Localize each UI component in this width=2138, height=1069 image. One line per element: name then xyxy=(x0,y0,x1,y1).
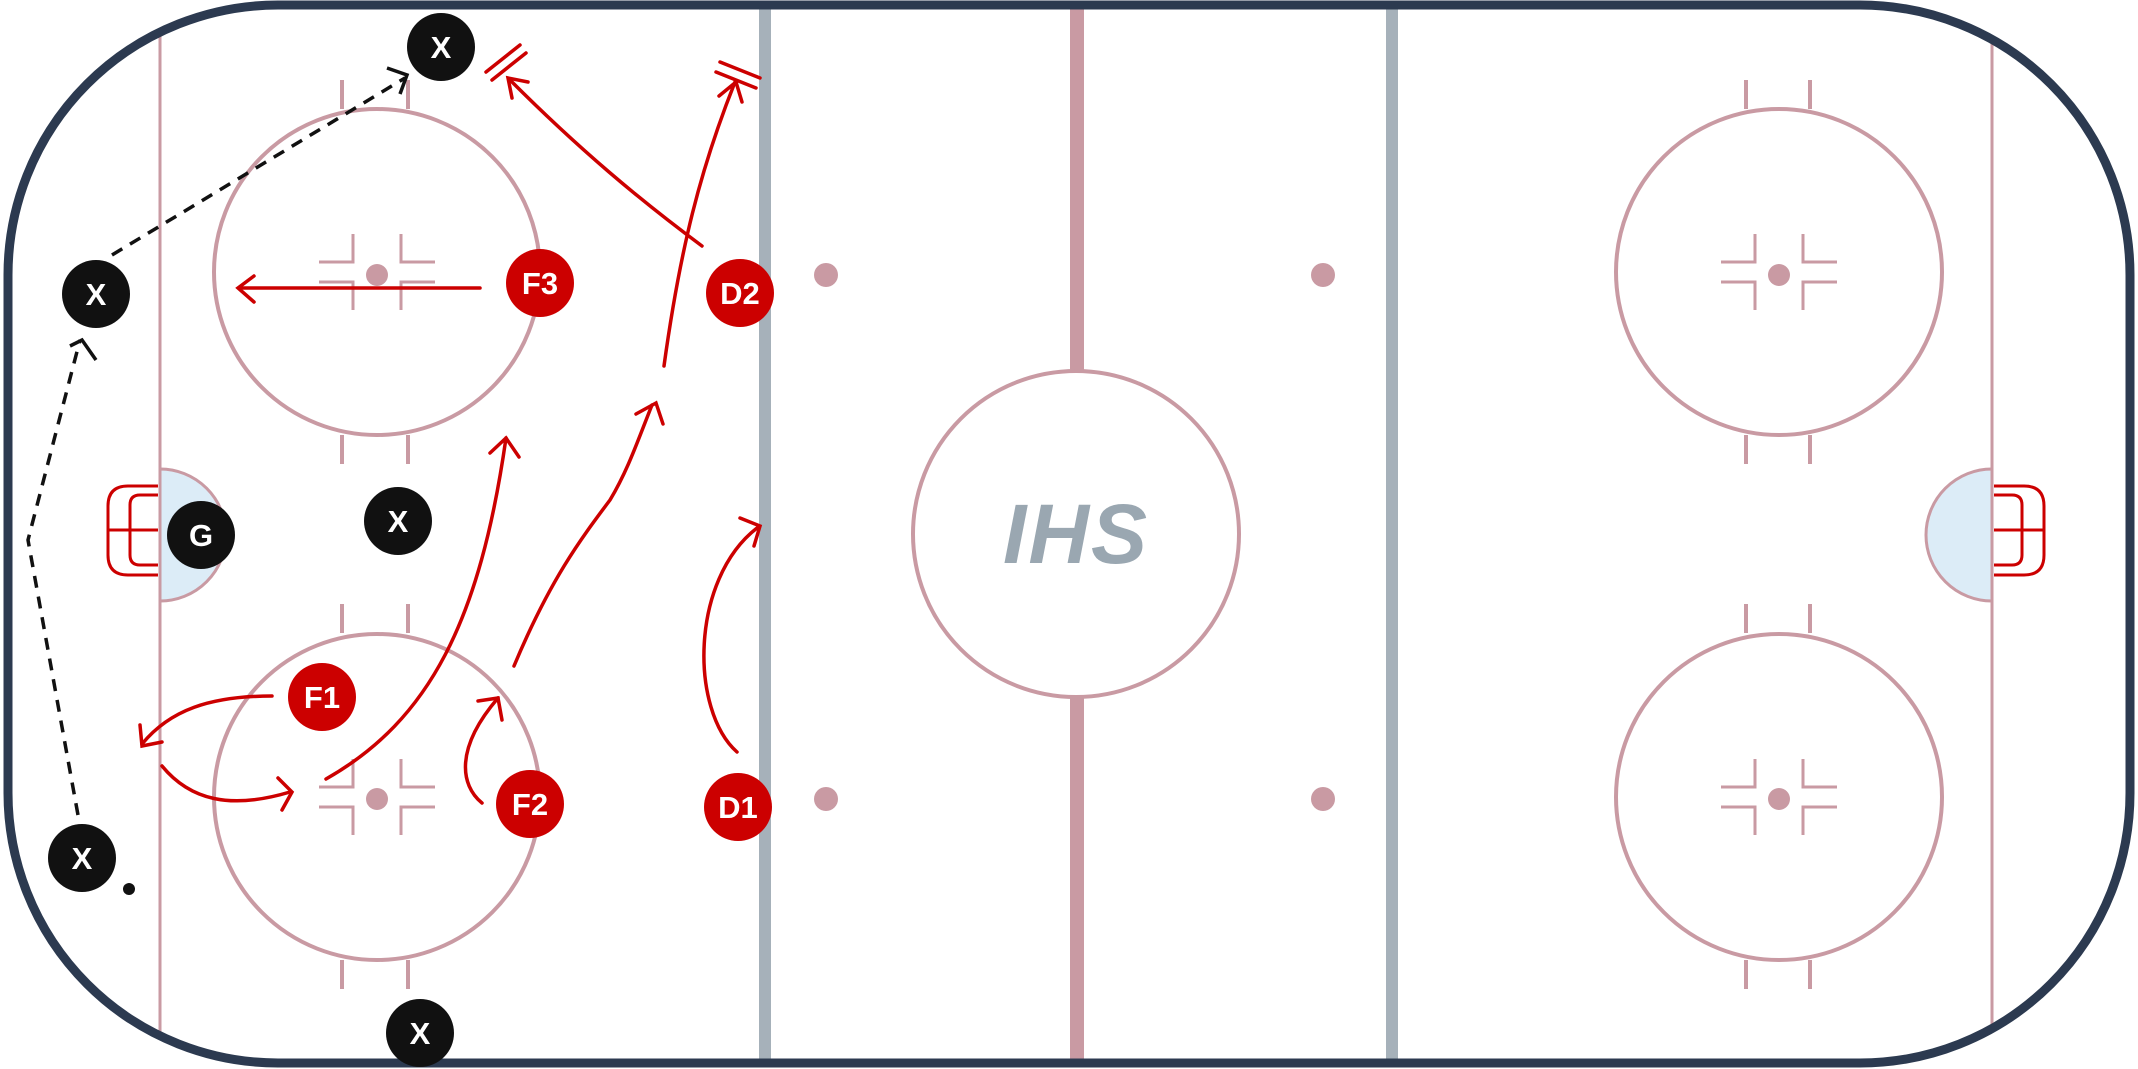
goalie[interactable]: G xyxy=(167,501,235,569)
faceoff-circle-top-right xyxy=(1614,80,1944,464)
goal-net-right xyxy=(1994,484,2046,577)
player-label: D1 xyxy=(718,790,758,825)
d1-route xyxy=(702,526,759,754)
f2-route-b xyxy=(512,403,654,668)
defender-left-wall[interactable]: X xyxy=(62,260,130,328)
f1-route-c xyxy=(324,436,508,781)
faceoff-circle-bottom-right xyxy=(1614,604,1944,989)
player-label: X xyxy=(431,30,452,65)
player-d2[interactable]: D2 xyxy=(706,259,774,327)
faceoff-dot-top-right xyxy=(1768,264,1790,286)
goal-crease-right xyxy=(1924,467,1994,603)
skate-routes xyxy=(138,43,763,812)
defender-top[interactable]: X xyxy=(407,13,475,81)
faceoff-dot-bottom-left xyxy=(366,788,388,810)
player-label: X xyxy=(388,504,409,539)
player-f3[interactable]: F3 xyxy=(506,249,574,317)
defender-slot[interactable]: X xyxy=(364,487,432,555)
pass-arrowheads xyxy=(69,66,410,362)
neutral-dot-top-left xyxy=(814,263,838,287)
pass-path-left-to-top xyxy=(111,76,406,257)
puck[interactable] xyxy=(123,883,135,895)
player-f2[interactable]: F2 xyxy=(496,770,564,838)
faceoff-dot-bottom-right xyxy=(1768,788,1790,810)
goal-net-left xyxy=(106,484,158,577)
player-label: F2 xyxy=(512,787,548,822)
player-label: F1 xyxy=(304,680,340,715)
defender-bottom[interactable]: X xyxy=(386,999,454,1067)
player-label: D2 xyxy=(720,276,760,311)
neutral-dot-bottom-right xyxy=(1311,787,1335,811)
faceoff-dot-top-left xyxy=(366,264,388,286)
rink-boards xyxy=(3,0,2135,1068)
center-circle xyxy=(911,369,1241,699)
player-label: X xyxy=(86,277,107,312)
pass-path-bottom-to-left xyxy=(26,339,82,816)
d2-route-b xyxy=(662,80,737,368)
blue-line-right xyxy=(1386,5,1398,1063)
player-d1[interactable]: D1 xyxy=(704,773,772,841)
player-label: G xyxy=(189,518,213,553)
neutral-dot-top-right xyxy=(1311,263,1335,287)
player-label: X xyxy=(410,1016,431,1051)
center-logo: IHS xyxy=(1003,487,1149,581)
player-label: X xyxy=(72,841,93,876)
player-f1[interactable]: F1 xyxy=(288,663,356,731)
d2-route-a xyxy=(508,78,704,248)
f1-route-a xyxy=(140,694,274,746)
pass-lines xyxy=(26,76,406,816)
neutral-dot-bottom-left xyxy=(814,787,838,811)
f2-route-a xyxy=(463,696,500,805)
player-label: F3 xyxy=(522,266,558,301)
defender-corner[interactable]: X xyxy=(48,824,116,892)
blue-line-left xyxy=(759,5,771,1063)
attacking-players: F1 F2 F3 D1 D2 xyxy=(288,249,774,841)
f1-route-b xyxy=(160,764,292,803)
defending-players: X X X X X G xyxy=(48,13,475,1067)
